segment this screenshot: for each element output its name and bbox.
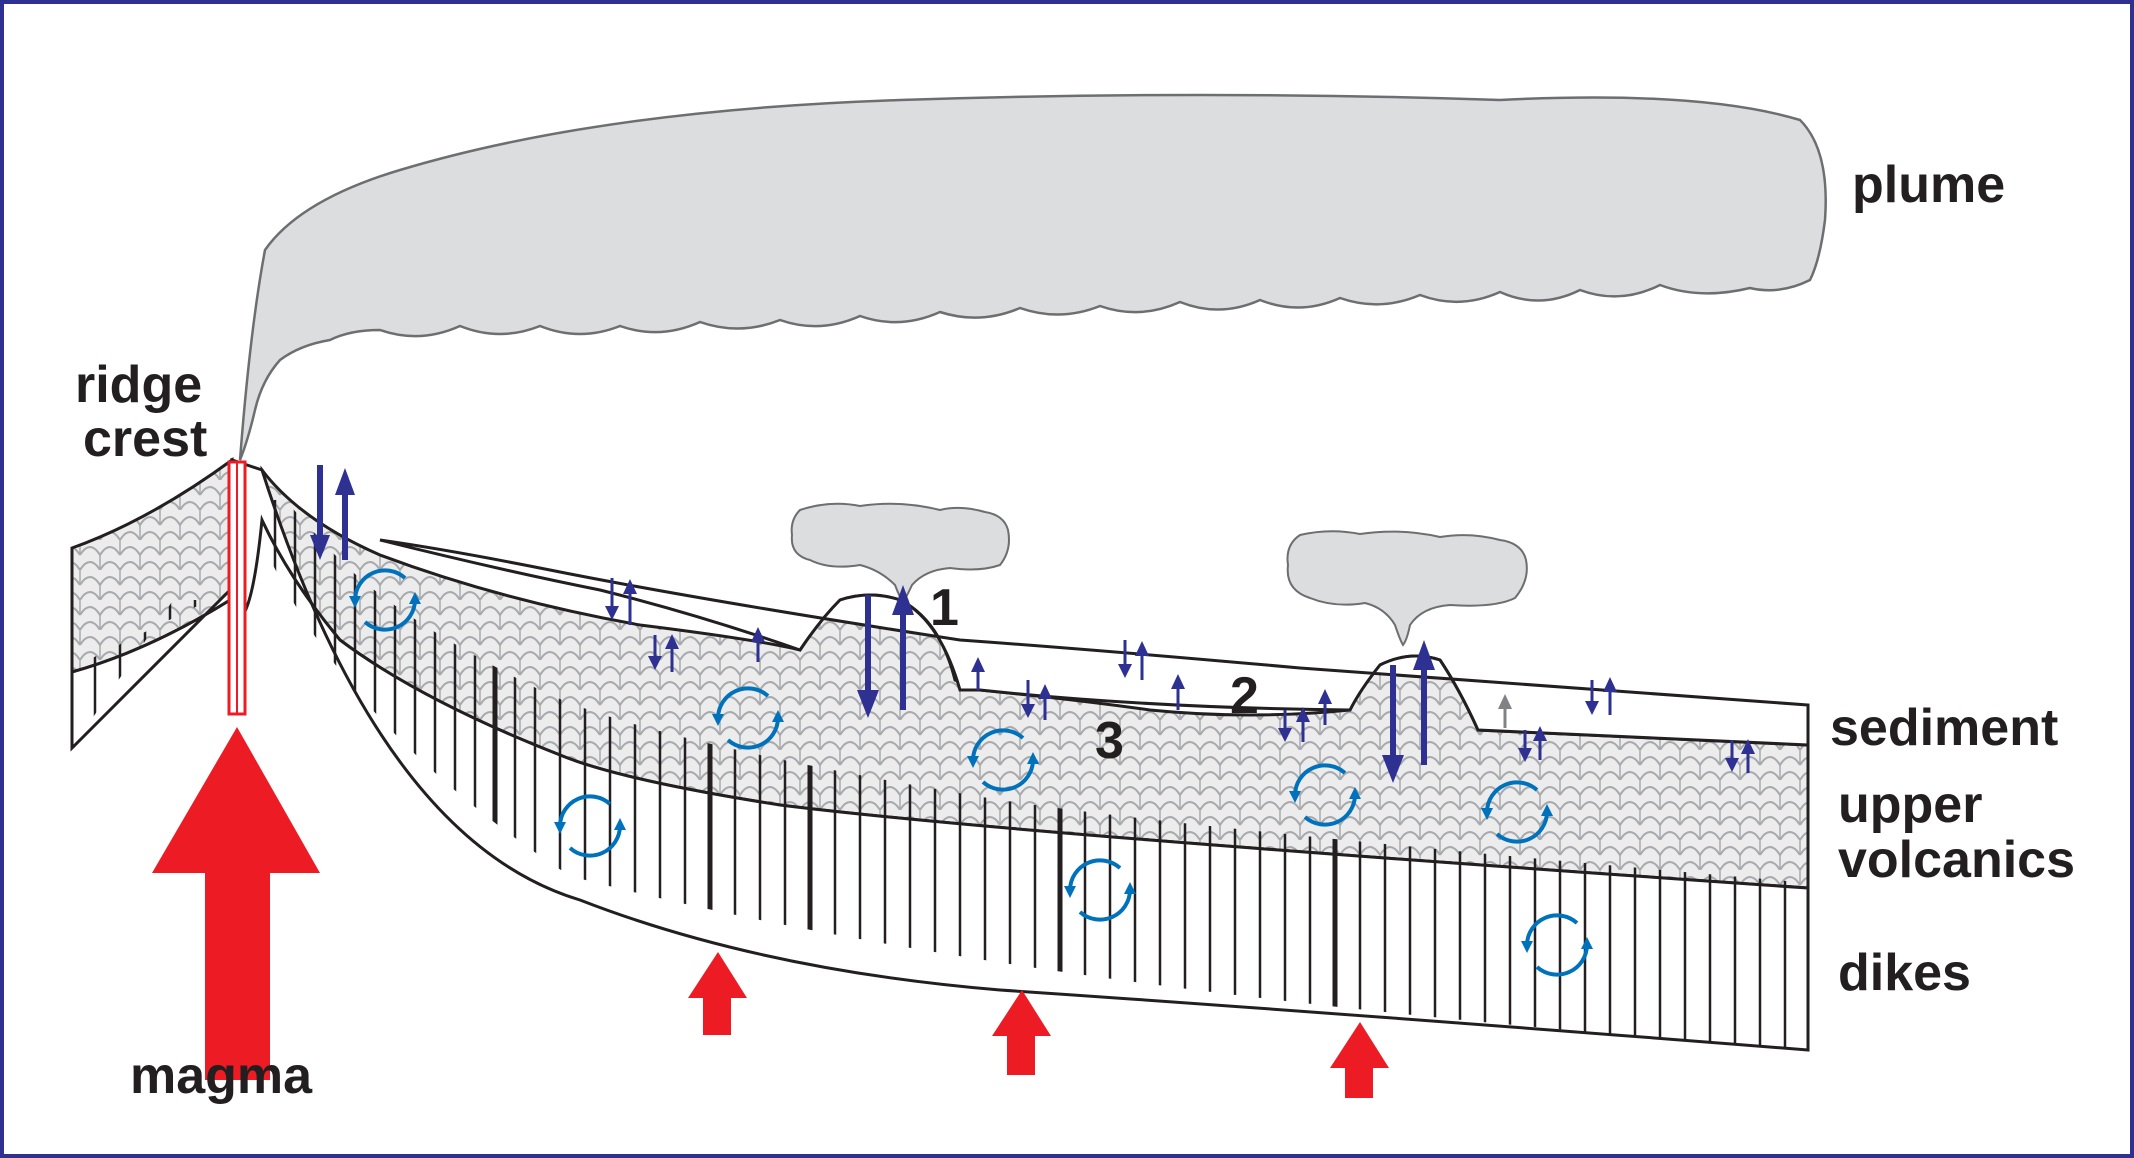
circulation-loop-icon <box>349 568 421 632</box>
circulation-loops <box>349 568 1593 977</box>
label-magma: magma <box>130 1047 313 1105</box>
label-dikes: dikes <box>1838 944 1971 1002</box>
circulation-loop-icon <box>1481 780 1553 844</box>
label-sediment: sediment <box>1830 699 2058 757</box>
gray-flux-arrow <box>1498 694 1512 728</box>
magma-arrow-large <box>152 727 320 1080</box>
circulation-loop-icon <box>712 686 784 750</box>
label-upper: upper <box>1838 776 1982 834</box>
label-plume: plume <box>1852 156 2005 214</box>
main-plume <box>238 93 1827 461</box>
magma-arrow-small-2 <box>992 990 1051 1075</box>
circulation-loop-icon <box>554 794 626 858</box>
sediment-layer <box>379 538 1810 747</box>
site-number-3: 3 <box>1095 712 1124 770</box>
magma-arrow-small-1 <box>688 952 747 1035</box>
circulation-loop-icon <box>967 728 1039 792</box>
magma-arrow-small-3 <box>1330 1022 1389 1098</box>
site-number-2: 2 <box>1230 667 1259 725</box>
vent-plume-2 <box>1286 530 1528 647</box>
vent-plume-1 <box>790 502 1010 604</box>
label-crest: crest <box>83 410 207 468</box>
label-ridge: ridge <box>75 356 202 414</box>
circulation-loop-icon <box>1521 913 1593 977</box>
circulation-loop-icon <box>1064 858 1136 922</box>
circulation-loop-icon <box>1289 763 1361 827</box>
dikes-layer <box>70 457 1810 1052</box>
site-number-1: 1 <box>930 579 959 637</box>
label-volcanics: volcanics <box>1838 831 2075 889</box>
flux-arrows <box>310 465 1755 783</box>
